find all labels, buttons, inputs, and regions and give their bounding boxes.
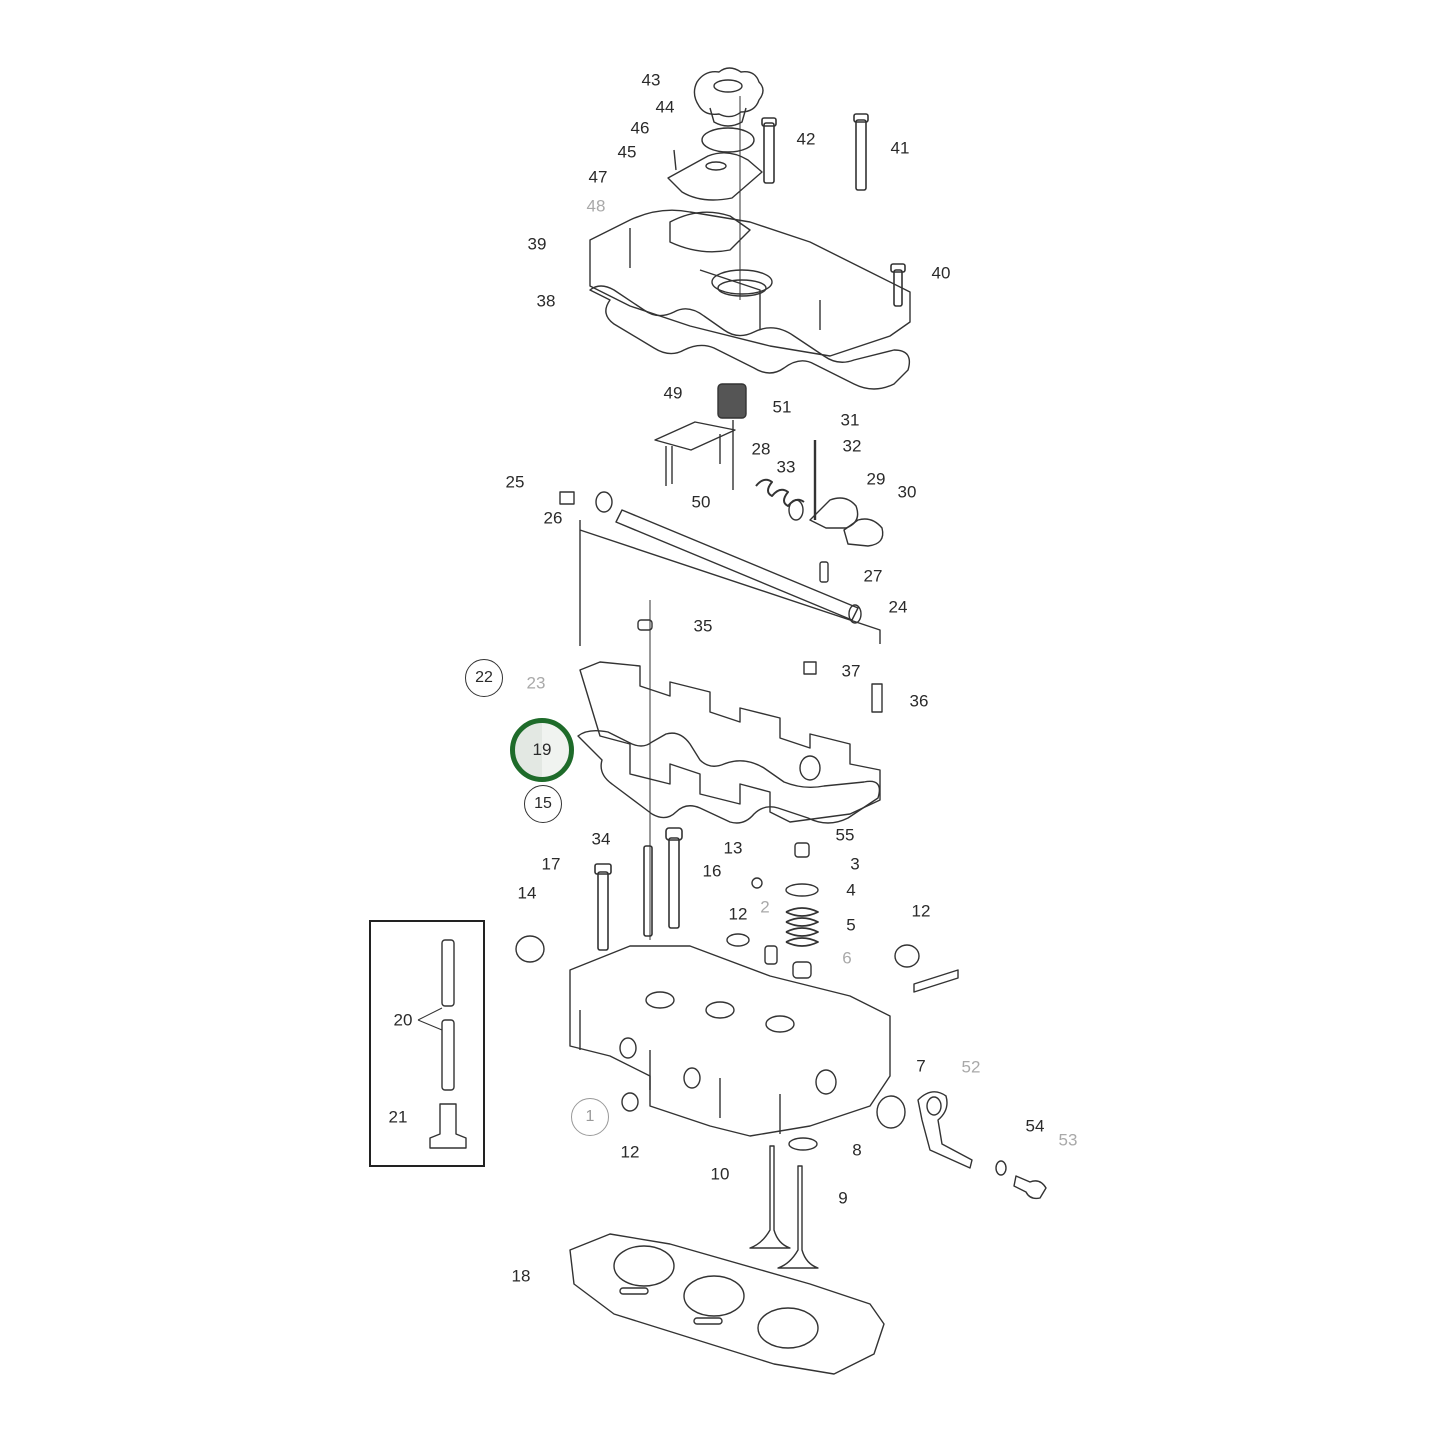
breather-cover-drawing xyxy=(667,149,763,201)
part-label-44[interactable]: 44 xyxy=(655,97,675,117)
part-label-2[interactable]: 2 xyxy=(760,897,770,917)
part-label-38[interactable]: 38 xyxy=(536,291,556,311)
cylinder-head-drawing xyxy=(569,945,891,1137)
part-label-10[interactable]: 10 xyxy=(710,1164,730,1184)
part-label-23[interactable]: 23 xyxy=(526,673,546,693)
bracket-drawing xyxy=(654,383,747,490)
part-label-12[interactable]: 12 xyxy=(620,1142,640,1162)
part-label-21[interactable]: 21 xyxy=(388,1107,408,1127)
part-label-46[interactable]: 46 xyxy=(630,118,650,138)
part-label-54[interactable]: 54 xyxy=(1025,1116,1045,1136)
part-label-31[interactable]: 31 xyxy=(840,410,860,430)
part-label-9[interactable]: 9 xyxy=(838,1188,848,1208)
part-label-6[interactable]: 6 xyxy=(842,948,852,968)
circled-ref-22[interactable]: 22 xyxy=(465,659,503,697)
part-label-8[interactable]: 8 xyxy=(852,1140,862,1160)
head-gasket-drawing xyxy=(569,1233,885,1375)
circled-ref-15[interactable]: 15 xyxy=(524,785,562,823)
part-label-13[interactable]: 13 xyxy=(723,838,743,858)
part-label-16[interactable]: 16 xyxy=(702,861,722,881)
part-label-36[interactable]: 36 xyxy=(909,691,929,711)
rocker-bracket-drawing xyxy=(579,619,883,823)
part-label-4[interactable]: 4 xyxy=(846,880,856,900)
valves-drawing xyxy=(749,1137,819,1269)
part-label-5[interactable]: 5 xyxy=(846,915,856,935)
part-label-39[interactable]: 39 xyxy=(527,234,547,254)
part-label-40[interactable]: 40 xyxy=(931,263,951,283)
lifting-eye-drawing xyxy=(917,1091,973,1169)
part-label-25[interactable]: 25 xyxy=(505,472,525,492)
bolts-drawing xyxy=(761,113,906,307)
highlighted-part-19[interactable]: 19 xyxy=(510,718,574,782)
part-label-20[interactable]: 20 xyxy=(393,1010,413,1030)
part-label-27[interactable]: 27 xyxy=(863,566,883,586)
part-label-53[interactable]: 53 xyxy=(1058,1130,1078,1150)
part-label-32[interactable]: 32 xyxy=(842,436,862,456)
part-label-49[interactable]: 49 xyxy=(663,383,683,403)
part-label-47[interactable]: 47 xyxy=(588,167,608,187)
part-label-26[interactable]: 26 xyxy=(543,508,563,528)
part-label-7[interactable]: 7 xyxy=(916,1056,926,1076)
part-label-28[interactable]: 28 xyxy=(751,439,771,459)
part-label-52[interactable]: 52 xyxy=(961,1057,981,1077)
plug-drawing xyxy=(515,935,545,963)
part-label-3[interactable]: 3 xyxy=(850,854,860,874)
inset-pushrods-drawing xyxy=(417,939,467,1149)
valve-spring-stack-drawing xyxy=(726,842,819,979)
part-label-17[interactable]: 17 xyxy=(541,854,561,874)
part-label-43[interactable]: 43 xyxy=(641,70,661,90)
part-label-37[interactable]: 37 xyxy=(841,661,861,681)
part-label-33[interactable]: 33 xyxy=(776,457,796,477)
part-label-45[interactable]: 45 xyxy=(617,142,637,162)
part-label-18[interactable]: 18 xyxy=(511,1266,531,1286)
part-label-12[interactable]: 12 xyxy=(728,904,748,924)
part-label-50[interactable]: 50 xyxy=(691,492,711,512)
part-label-12[interactable]: 12 xyxy=(911,901,931,921)
part-label-30[interactable]: 30 xyxy=(897,482,917,502)
part-label-29[interactable]: 29 xyxy=(866,469,886,489)
part-label-41[interactable]: 41 xyxy=(890,138,910,158)
bracket-gasket-drawing xyxy=(577,729,881,824)
part-label-24[interactable]: 24 xyxy=(888,597,908,617)
part-label-35[interactable]: 35 xyxy=(693,616,713,636)
part-label-14[interactable]: 14 xyxy=(517,883,537,903)
rocker-shaft-drawing xyxy=(559,491,881,646)
part-label-42[interactable]: 42 xyxy=(796,129,816,149)
valve-cover-drawing xyxy=(589,209,911,357)
circled-ref-1[interactable]: 1 xyxy=(571,1098,609,1136)
rocker-assembly-drawing xyxy=(755,440,884,547)
oil-filler-cap-drawing xyxy=(693,67,764,153)
head-bolts-drawing xyxy=(594,827,683,951)
part-label-48[interactable]: 48 xyxy=(586,196,606,216)
inset-box xyxy=(369,920,485,1167)
part-label-34[interactable]: 34 xyxy=(591,829,611,849)
part-label-55[interactable]: 55 xyxy=(835,825,855,845)
cover-gasket-drawing xyxy=(589,285,911,390)
part-label-51[interactable]: 51 xyxy=(772,397,792,417)
